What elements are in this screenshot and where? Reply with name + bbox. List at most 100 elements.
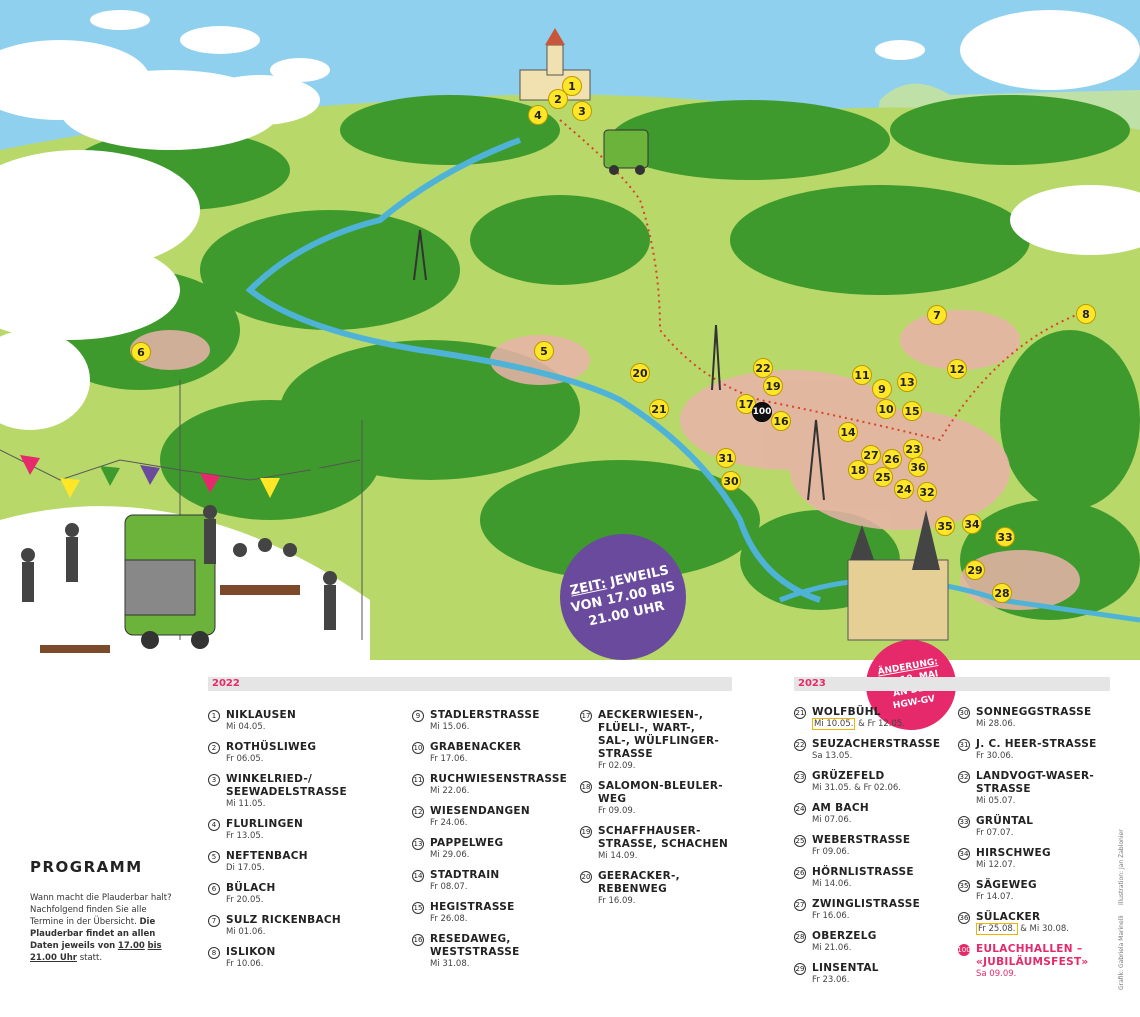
list-item-date: Fr 16.09. bbox=[598, 896, 680, 907]
list-item-date-text: Mi 04.05. bbox=[226, 722, 266, 732]
list-item-number: 34 bbox=[958, 848, 970, 860]
list-item-date-text: Fr 26.08. bbox=[430, 914, 468, 924]
list-item-date-text: Mi 29.06. bbox=[430, 850, 470, 860]
map-pin-2: 2 bbox=[548, 89, 568, 109]
programm-bold-prefix: Die Plauderbar findet an allen Daten jew… bbox=[30, 917, 156, 951]
list-item-date-text: Fr 08.07. bbox=[430, 882, 468, 892]
list-item-number: 11 bbox=[412, 774, 424, 786]
list-item-number: 19 bbox=[580, 826, 592, 838]
list-item-date-text: Sa 13.05. bbox=[812, 751, 853, 761]
list-item-date-text: Di 17.05. bbox=[226, 863, 265, 873]
list-item-date-text: Fr 17.06. bbox=[430, 754, 468, 764]
list-item-date: Mi 29.06. bbox=[430, 850, 503, 861]
list-item-name: AECKERWIESEN-, FLÜELI-, WART-, SAL-, WÜL… bbox=[598, 709, 720, 760]
list-item-number: 33 bbox=[958, 816, 970, 828]
list-item-number: 16 bbox=[412, 934, 424, 946]
list-item-name: WINKELRIED-/ SEEWADELSTRASSE bbox=[226, 773, 347, 798]
list-item-date-text: Fr 24.06. bbox=[430, 818, 468, 828]
list-item-date: Mi 11.05. bbox=[226, 799, 347, 810]
list-item-date: Mi 31.08. bbox=[430, 959, 520, 970]
list-item-date-highlight: Mi 10.05. bbox=[812, 718, 856, 730]
list-item-number: 25 bbox=[794, 835, 806, 847]
list-item-date: Fr 07.07. bbox=[976, 828, 1033, 839]
list-item-date-text: Fr 20.05. bbox=[226, 895, 264, 905]
list-item-date-text: Fr 30.06. bbox=[976, 751, 1014, 761]
list-item-date-text: Mi 01.06. bbox=[226, 927, 266, 937]
map-pin-19: 19 bbox=[763, 376, 783, 396]
list-item-date: Fr 24.06. bbox=[430, 818, 530, 829]
list-item-name: EULACHHALLEN – «JUBILÄUMSFEST» bbox=[976, 943, 1089, 968]
list-item-date-text: Fr 13.05. bbox=[226, 831, 264, 841]
list-item-date: Fr 20.05. bbox=[226, 895, 276, 906]
list-item-date: Sa 09.09. bbox=[976, 969, 1089, 980]
list-item-name: WIESENDANGEN bbox=[430, 805, 530, 817]
list-item-number: 29 bbox=[794, 963, 806, 975]
list-item-date: Fr 02.09. bbox=[598, 761, 719, 772]
list-item-date-text: Mi 05.07. bbox=[976, 796, 1016, 806]
programm-suffix: statt. bbox=[79, 953, 103, 963]
list-item-name: BÜLACH bbox=[226, 882, 276, 894]
map-pin-22: 22 bbox=[753, 358, 773, 378]
list-item-date-text: Fr 23.06. bbox=[812, 975, 850, 985]
map-pin-1: 1 bbox=[562, 76, 582, 96]
map-pin-11: 11 bbox=[852, 365, 872, 385]
list-item-name: FLURLINGEN bbox=[226, 818, 304, 830]
map-pin-28: 28 bbox=[992, 583, 1012, 603]
list-item-date: Fr 09.09. bbox=[598, 806, 723, 817]
list-item-date: Mi 14.09. bbox=[598, 851, 728, 862]
list-item-name: WOLFBÜHL bbox=[812, 706, 881, 718]
list-item-date-text: & Mi 30.08. bbox=[1020, 924, 1069, 934]
list-item-date-text: Mi 22.06. bbox=[430, 786, 470, 796]
list-item-date: Fr 13.05. bbox=[226, 831, 303, 842]
map-pin-4: 4 bbox=[528, 105, 548, 125]
list-item-date-text: Fr 16.09. bbox=[598, 896, 636, 906]
list-item-number: 22 bbox=[794, 739, 806, 751]
map-pin-13: 13 bbox=[897, 372, 917, 392]
list-item-date: Mi 22.06. bbox=[430, 786, 567, 797]
list-item-number: 2 bbox=[208, 742, 220, 754]
list-item-date: Mi 10.05. & Fr 12.05. bbox=[812, 718, 905, 730]
list-item-number: 35 bbox=[958, 880, 970, 892]
map-pin-29: 29 bbox=[965, 560, 985, 580]
year-2022-label: 2022 bbox=[212, 678, 240, 689]
towers bbox=[413, 229, 825, 501]
list-item-date-text: Fr 07.07. bbox=[976, 828, 1014, 838]
list-item-name: J. C. HEER-STRASSE bbox=[976, 738, 1097, 750]
list-item-date-text: Fr 02.09. bbox=[598, 761, 636, 771]
cathedral bbox=[847, 510, 949, 641]
list-item-name: GEERACKER-, REBENWEG bbox=[598, 870, 680, 895]
programm-bold-mid: bis 21.00 Uhr bbox=[30, 941, 162, 963]
list-item-date: Mi 15.06. bbox=[430, 722, 540, 733]
map-pin-21: 21 bbox=[649, 399, 669, 419]
map-pin-35: 35 bbox=[935, 516, 955, 536]
list-item-number: 24 bbox=[794, 803, 806, 815]
programm-time-start: 17.00 bbox=[117, 941, 145, 951]
programm-title: PROGRAMM bbox=[30, 858, 143, 876]
list-item-date: Mi 05.07. bbox=[976, 796, 1094, 807]
list-item-date-text: Mi 14.09. bbox=[598, 851, 638, 861]
list-item-date: Fr 14.07. bbox=[976, 892, 1037, 903]
